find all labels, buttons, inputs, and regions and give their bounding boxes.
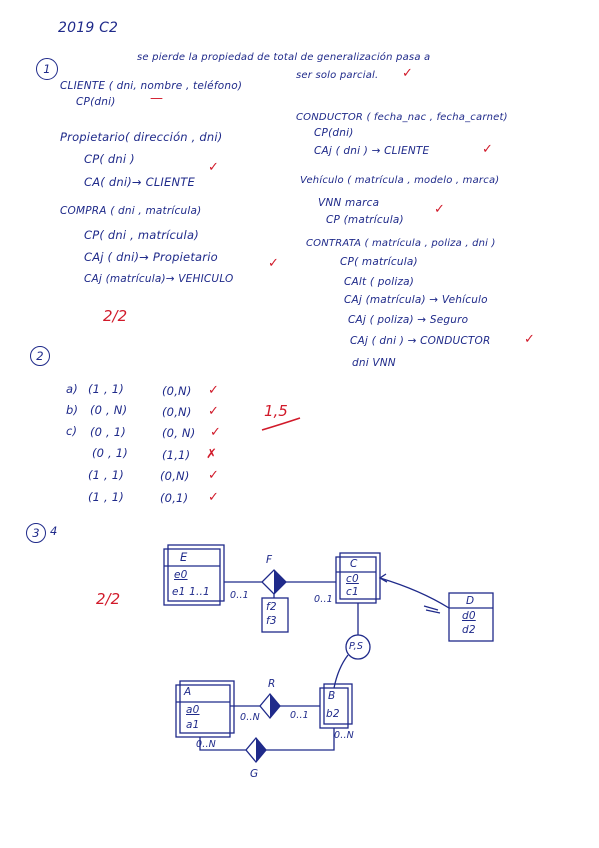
answer-right: (0,N) (160, 469, 190, 483)
cardinality-label: 0..1 (230, 590, 249, 601)
check-mark-icon: ✓ (210, 425, 221, 440)
entity-e-attr: e1 1..1 (172, 586, 210, 598)
relation-line: dni VNN (352, 357, 396, 369)
relation-line: CP(dni) (76, 96, 116, 108)
relationship-f-name: F (266, 554, 273, 566)
check-mark-icon: ✓ (434, 202, 445, 217)
relation-line: CP (matrícula) (326, 214, 404, 226)
check-mark-icon: ✓ (208, 383, 219, 398)
section-2-score: 1,5 (264, 402, 288, 420)
entity-e-attr: e0 (174, 569, 188, 581)
cardinality-label: 0..N (334, 730, 354, 741)
relation-line: CAlt ( poliza) (344, 276, 415, 288)
answer-left: (1 , 1) (88, 490, 124, 504)
entity-d (448, 592, 494, 642)
cross-mark-icon: ✗ (206, 447, 217, 462)
entity-a (179, 680, 235, 734)
relation-line: Propietario( dirección , dni) (60, 130, 223, 144)
entity-c-attr: c1 (346, 586, 359, 598)
check-mark-icon: ✓ (268, 256, 279, 271)
check-mark-icon: ✓ (208, 404, 219, 419)
page-title: 2019 C2 (58, 20, 119, 36)
entity-c-name: C (350, 558, 358, 570)
check-mark-icon: — (150, 91, 163, 106)
entity-a-attr: a0 (186, 704, 200, 716)
section-1-score: 2/2 (103, 307, 128, 325)
entity-d-attr: d0 (462, 610, 476, 622)
relation-line: CP( dni ) (84, 152, 135, 166)
relation-line: CONDUCTOR ( fecha_nac , fecha_carnet) (296, 112, 508, 123)
entity-b (323, 683, 353, 725)
answer-right: (1,1) (162, 448, 191, 462)
answer-right: (0,N) (162, 405, 192, 419)
answer-right: (0,1) (160, 491, 189, 505)
section-1-number: 1 (36, 58, 58, 80)
relation-line: CAj ( dni ) → CONDUCTOR (350, 335, 491, 347)
entity-d-attr: d2 (462, 624, 476, 636)
entity-b-attr: b2 (326, 708, 340, 720)
section-1-note-line1: se pierde la propiedad de total de gener… (137, 52, 431, 63)
entity-a-name: A (184, 686, 192, 698)
entity-e (167, 544, 225, 602)
cardinality-label: 0..N (240, 712, 260, 723)
relationship-f-attr: f3 (266, 615, 277, 627)
entity-c-attr: c0 (346, 573, 359, 585)
relation-line: CP(dni) (314, 127, 354, 139)
answer-left: (1 , 1) (88, 382, 124, 396)
relation-line: COMPRA ( dni , matrícula) (60, 205, 202, 217)
relation-line: CAj (matrícula)→ VEHICULO (84, 273, 234, 285)
check-mark-icon: ✓ (402, 66, 413, 81)
entity-d-name: D (466, 595, 475, 607)
relation-line: CA( dni)→ CLIENTE (84, 175, 195, 189)
relation-line: CAj (matrícula) → Vehículo (344, 294, 488, 306)
relationship-g-name: G (250, 768, 259, 780)
relation-line: CP( dni , matrícula) (84, 228, 199, 242)
section-3-number: 3 (26, 523, 46, 543)
entity-a-attr: a1 (186, 719, 200, 731)
relation-line: CAj ( dni ) → CLIENTE (314, 145, 430, 157)
relationship-r-name: R (268, 678, 276, 690)
answer-label: a) (66, 382, 78, 396)
check-mark-icon: ✓ (482, 142, 493, 157)
section-3-extra: 4 (50, 524, 58, 538)
answer-left: (0 , N) (90, 403, 128, 417)
relationship-f-attr: f2 (266, 601, 277, 613)
relation-line: CLIENTE ( dni, nombre , teléfono) (60, 80, 243, 92)
relation-line: CAj ( poliza) → Seguro (348, 314, 469, 326)
cardinality-label: 0..N (196, 739, 216, 750)
check-mark-icon: ✓ (208, 490, 219, 505)
relation-line: CP( matrícula) (340, 256, 418, 268)
answer-right: (0, N) (162, 426, 196, 440)
answer-right: (0,N) (162, 384, 192, 398)
answer-left: (1 , 1) (88, 468, 124, 482)
entity-e-name: E (180, 550, 188, 564)
answer-label: b) (66, 403, 79, 417)
cardinality-label: 0..1 (290, 710, 309, 721)
generalization-label: P,S (349, 641, 364, 652)
answer-label: c) (66, 424, 78, 438)
check-mark-icon: ✓ (208, 160, 219, 175)
relation-line: VNN marca (318, 197, 380, 209)
relation-line: CAj ( dni)→ Propietario (84, 250, 218, 264)
check-mark-icon: ✓ (524, 332, 535, 347)
answer-left: (0 , 1) (90, 425, 126, 439)
check-mark-icon: ✓ (208, 468, 219, 483)
relation-line: Vehículo ( matrícula , modelo , marca) (300, 175, 500, 186)
cardinality-label: 0..1 (314, 594, 333, 605)
section-3-score: 2/2 (96, 590, 121, 608)
relation-line: CONTRATA ( matrícula , poliza , dni ) (306, 238, 496, 249)
entity-b-name: B (328, 690, 336, 702)
entity-c (339, 552, 381, 600)
section-2-number: 2 (30, 346, 50, 366)
section-1-note-line2: ser solo parcial. (296, 70, 379, 81)
answer-left: (0 , 1) (92, 446, 128, 460)
